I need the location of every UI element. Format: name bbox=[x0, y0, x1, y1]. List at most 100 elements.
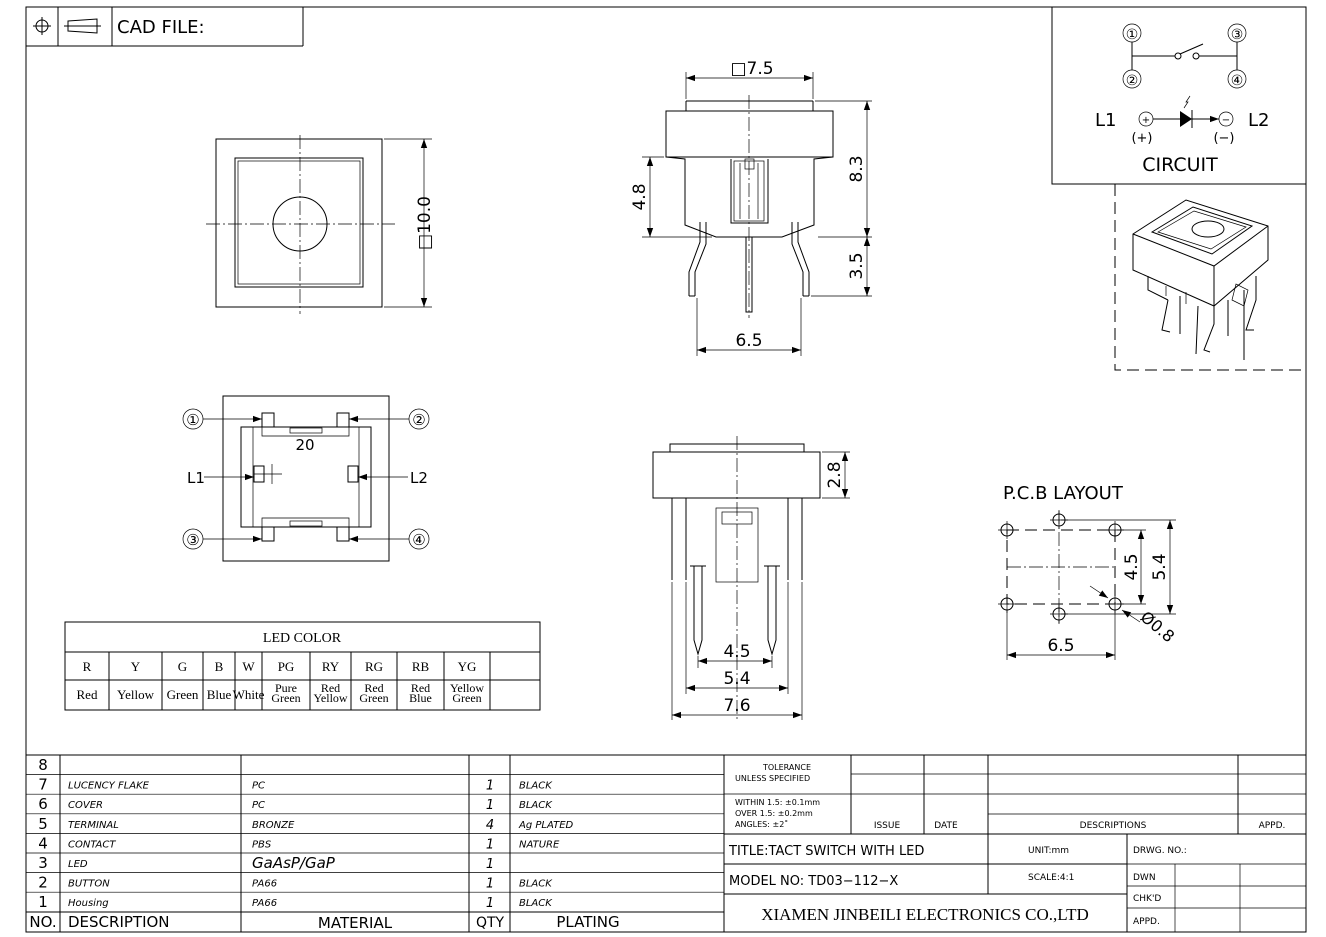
unit-label: UNIT:mm bbox=[1028, 846, 1069, 856]
bom-row-desc: TERMINAL bbox=[68, 820, 119, 831]
bom-row-plating: Ag PLATED bbox=[518, 820, 574, 831]
date-label: DATE bbox=[934, 821, 958, 831]
drwg-no-label: DRWG. NO.: bbox=[1133, 846, 1187, 856]
circuit-led-l2: L2 bbox=[1248, 110, 1269, 131]
bottom-marking: 20 bbox=[295, 436, 314, 454]
bom-row-no: 6 bbox=[38, 795, 48, 813]
bom-row-qty: 1 bbox=[486, 896, 494, 911]
dim-pcb-hole: Ø0.8 bbox=[1137, 607, 1178, 646]
led-name-cell: Red bbox=[321, 681, 340, 695]
led-name-cell: Yellow bbox=[450, 681, 484, 695]
tolerance-angles: ANGLES: ±2˚ bbox=[735, 819, 788, 829]
bom-row-no: 8 bbox=[38, 756, 48, 774]
circuit-pin-2: ② bbox=[1126, 73, 1139, 89]
bom-row-desc: BUTTON bbox=[68, 879, 110, 890]
bom-row-no: 2 bbox=[38, 874, 48, 892]
bom-row-material: PBS bbox=[252, 839, 272, 850]
bom-row-plating: BLACK bbox=[519, 781, 553, 792]
bom-header-plating: PLATING bbox=[556, 913, 619, 931]
led-code-cell: RG bbox=[365, 659, 383, 674]
bom-row-qty: 1 bbox=[486, 779, 494, 794]
tolerance-over: OVER 1.5: ±0.2mm bbox=[735, 809, 813, 818]
tolerance-within: WITHIN 1.5: ±0.1mm bbox=[735, 798, 820, 807]
bom-row-qty: 1 bbox=[486, 837, 494, 852]
led-code-cell: B bbox=[215, 659, 224, 674]
bom-row-desc: Housing bbox=[68, 898, 109, 909]
bom-row-material: PC bbox=[252, 800, 265, 811]
bom-row-plating: BLACK bbox=[519, 898, 553, 909]
dim-pcb-x: 6.5 bbox=[1047, 636, 1074, 656]
model-no: MODEL NO: TD03−112−X bbox=[729, 874, 898, 889]
dim-front-height: 8.3 bbox=[847, 155, 867, 182]
bottom-pin-3: ③ bbox=[186, 531, 199, 549]
issue-label: ISSUE bbox=[874, 821, 901, 831]
bottom-led-l1: L1 bbox=[187, 469, 205, 487]
led-code-cell: RB bbox=[412, 659, 430, 674]
dim-pcb-y2: 5.4 bbox=[1150, 553, 1170, 580]
led-name-cell: Pure bbox=[275, 681, 297, 695]
top-view: □10.0 bbox=[206, 135, 435, 314]
bom-row-qty: 1 bbox=[486, 857, 494, 872]
title-text: TITLE:TACT SWITCH WITH LED bbox=[728, 844, 924, 859]
title-block: TOLERANCE UNLESS SPECIFIED WITHIN 1.5: ±… bbox=[724, 755, 1306, 932]
tolerance-2: UNLESS SPECIFIED bbox=[735, 774, 810, 783]
circuit-pin-1: ① bbox=[1126, 27, 1139, 43]
circuit-minus: (−) bbox=[1213, 131, 1234, 146]
led-name-cell: Yellow bbox=[117, 687, 155, 702]
led-code-cell: Y bbox=[131, 659, 141, 674]
dim-side-cap: 2.8 bbox=[825, 461, 845, 488]
isometric-view bbox=[1114, 184, 1306, 371]
dwn-label: DWN bbox=[1133, 873, 1156, 883]
bom-row-qty: 1 bbox=[486, 798, 494, 813]
led-name-cell: Blue bbox=[409, 691, 432, 705]
circuit-pin-3: ③ bbox=[1231, 27, 1244, 43]
appd2-label: APPD. bbox=[1133, 917, 1160, 927]
bottom-view: 20 ① ② ③ ④ L1 L2 bbox=[182, 395, 430, 562]
led-name-cell: Green bbox=[359, 691, 388, 705]
dim-side-w2: 5.4 bbox=[723, 669, 750, 689]
bom-row-desc: COVER bbox=[68, 800, 103, 811]
bom-header-no: NO. bbox=[29, 913, 56, 931]
bom-row-qty: 4 bbox=[486, 818, 494, 833]
bom-row-desc: LED bbox=[68, 859, 88, 870]
circuit-pin-4: ④ bbox=[1231, 73, 1244, 89]
led-code-cell: RY bbox=[322, 659, 340, 674]
circuit-box: ① ③ ② ④ L1 L2 + − (+) (−) CIRCUIT bbox=[1051, 7, 1306, 185]
led-name-cell: Yellow bbox=[313, 691, 347, 705]
led-code-cell: W bbox=[242, 659, 255, 674]
circuit-title: CIRCUIT bbox=[1142, 154, 1218, 176]
led-name-cell: Red bbox=[364, 681, 383, 695]
bottom-pin-1: ① bbox=[186, 411, 199, 429]
led-table-title: LED COLOR bbox=[263, 631, 342, 646]
led-name-cell: Green bbox=[167, 687, 199, 702]
led-code-cell: R bbox=[83, 659, 92, 674]
bom-row-material: BRONZE bbox=[252, 820, 295, 831]
led-name-cell: Red bbox=[411, 681, 430, 695]
led-name-cell: Green bbox=[452, 691, 481, 705]
appd-label: APPD. bbox=[1259, 821, 1286, 831]
projection-symbol-icon bbox=[33, 17, 101, 35]
chkd-label: CHK'D bbox=[1133, 894, 1161, 904]
bom-row-material: GaAsP/GaP bbox=[252, 854, 336, 872]
dim-front-body: 4.8 bbox=[630, 183, 650, 210]
sheet-border bbox=[25, 6, 1307, 933]
bom-row-material: PA66 bbox=[252, 879, 277, 890]
front-view: □7.5 8.3 3.5 4.8 6.5 bbox=[630, 59, 872, 356]
led-code-cell: PG bbox=[278, 659, 295, 674]
dim-side-w1: 4.5 bbox=[723, 642, 750, 662]
dim-front-width: □7.5 bbox=[730, 59, 773, 79]
bom-header-material: MATERIAL bbox=[318, 914, 393, 932]
bom-row-qty: 1 bbox=[486, 877, 494, 892]
led-color-table: LED COLOR R Red Y Yellow G Green B Blue W White PG… bbox=[64, 621, 541, 711]
dim-pcb-y1: 4.5 bbox=[1122, 553, 1142, 580]
bom-row-desc: CONTACT bbox=[68, 839, 116, 850]
led-name-cell: White bbox=[233, 687, 265, 702]
circuit-led-l1: L1 bbox=[1095, 110, 1116, 131]
bottom-pin-4: ④ bbox=[412, 531, 425, 549]
led-code-cell: G bbox=[178, 659, 187, 674]
scale-label: SCALE:4:1 bbox=[1028, 873, 1074, 883]
circuit-plus: (+) bbox=[1131, 131, 1152, 146]
dim-top-size: □10.0 bbox=[415, 196, 435, 250]
